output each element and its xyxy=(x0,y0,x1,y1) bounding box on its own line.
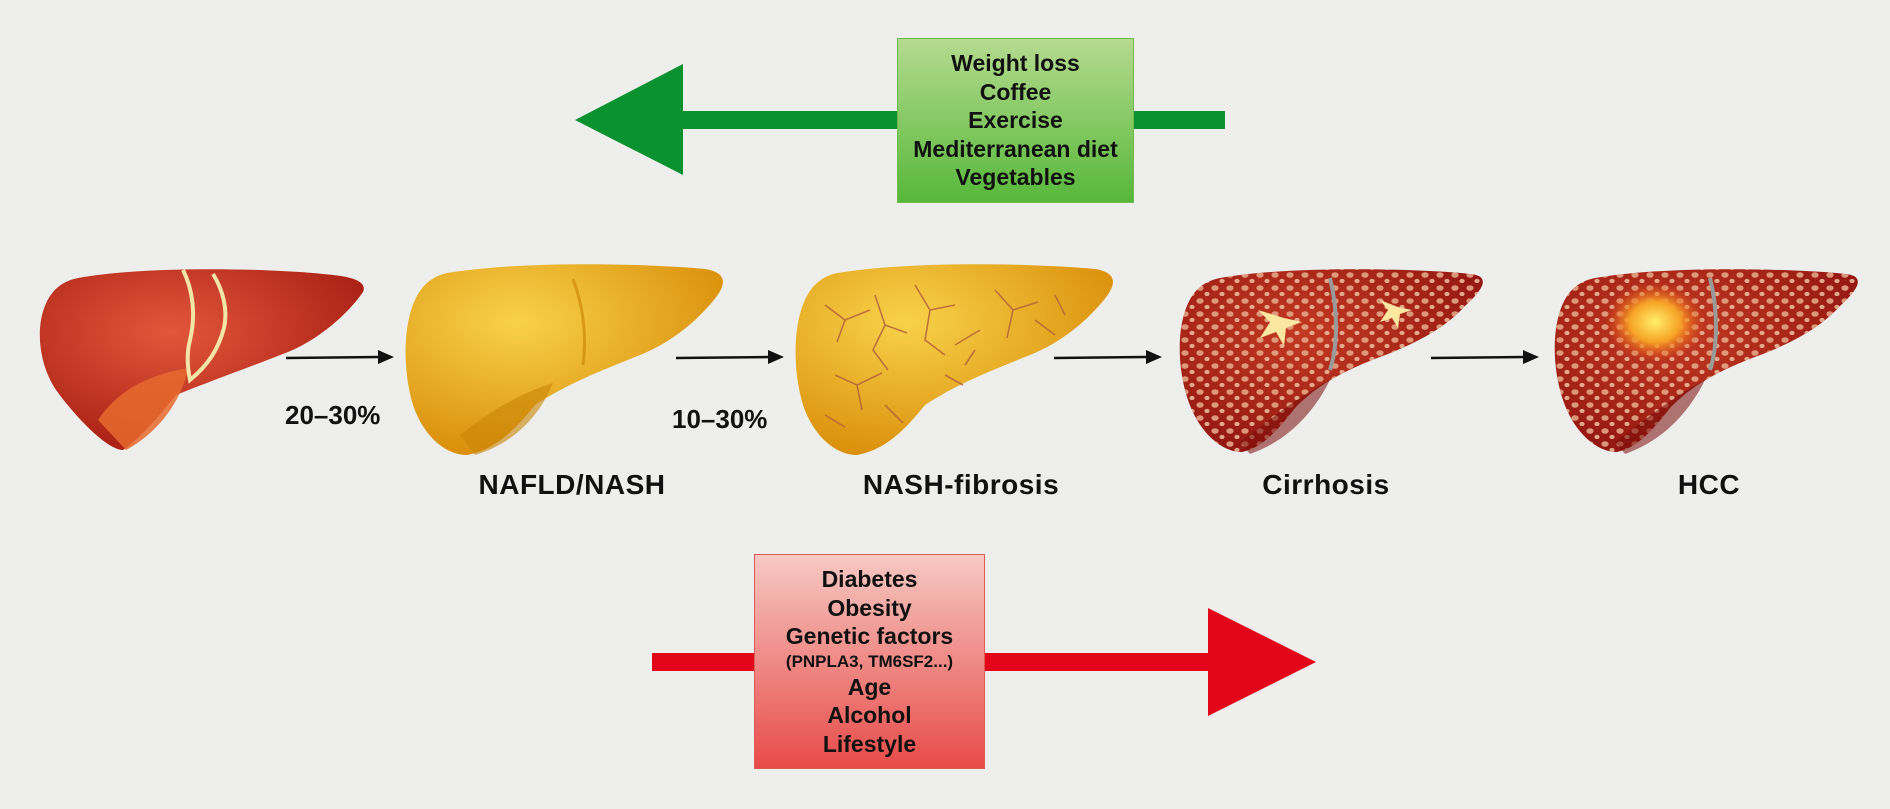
protective-factors-box: Weight loss Coffee Exercise Mediterranea… xyxy=(897,38,1134,203)
risk-factor-detail: (PNPLA3, TM6SF2...) xyxy=(785,651,954,671)
protective-factor: Mediterranean diet xyxy=(913,135,1118,162)
protective-factor: Vegetables xyxy=(955,164,1076,191)
protective-factor: Weight loss xyxy=(951,50,1080,77)
progression-arrow xyxy=(285,350,394,364)
risk-factor: Diabetes xyxy=(821,566,918,592)
progression-arrow xyxy=(1053,350,1162,364)
hcc-liver-icon xyxy=(1554,269,1858,454)
stage-label-hcc: HCC xyxy=(1677,469,1741,500)
cirrhotic-liver-icon xyxy=(1179,269,1483,454)
risk-factor: Genetic factors xyxy=(785,623,954,649)
progression-arrow xyxy=(1430,350,1539,364)
risk-factor: Alcohol xyxy=(827,702,912,728)
transition-label: 20–30% xyxy=(285,400,381,430)
stage-label-cirrhosis: Cirrhosis xyxy=(1262,469,1390,500)
healthy-liver-icon xyxy=(39,269,364,450)
risk-factor: Obesity xyxy=(827,594,912,621)
risk-factor: Lifestyle xyxy=(822,730,917,757)
risk-factors-box: Diabetes Obesity Genetic factors (PNPLA3… xyxy=(754,554,985,769)
risk-factor: Age xyxy=(847,673,892,700)
transition-label: 10–30% xyxy=(672,404,768,434)
fibrotic-liver-icon xyxy=(795,264,1113,455)
fatty-liver-icon xyxy=(405,264,723,455)
protective-factor: Exercise xyxy=(968,107,1063,134)
stage-label-nash-fibrosis: NASH-fibrosis xyxy=(862,469,1060,500)
stage-label-nafld-nash: NAFLD/NASH xyxy=(478,469,666,500)
protective-factor: Coffee xyxy=(979,78,1052,105)
progression-arrow xyxy=(675,350,784,364)
